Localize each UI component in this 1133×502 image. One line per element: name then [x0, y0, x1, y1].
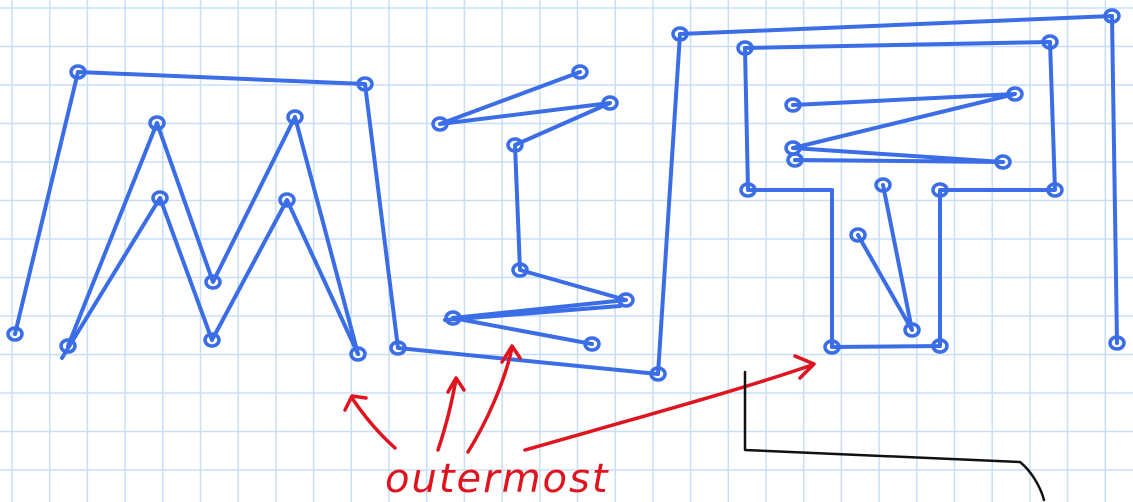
- vertex-dot: [203, 332, 221, 348]
- vertex-dot: [356, 76, 374, 92]
- vertex-dot: [671, 26, 689, 42]
- arrow-to-t-start: [523, 354, 816, 452]
- vertex-dot: [389, 340, 407, 356]
- vertex-dot: [786, 152, 804, 168]
- vertex-dot: [59, 338, 77, 354]
- vertex-dot: [511, 262, 529, 278]
- pen-stroke: [743, 370, 1046, 502]
- vertex-dot: [151, 190, 169, 206]
- vertex-dot: [784, 97, 802, 113]
- vertex-dot: [1046, 182, 1064, 198]
- vertex-dot: [1006, 86, 1024, 102]
- vertex-dot: [849, 227, 867, 243]
- vertex-dot: [69, 64, 87, 80]
- letter-t-stem-inner: [856, 183, 914, 332]
- vertex-dot: [903, 322, 921, 338]
- letter-m-outline: [13, 14, 1119, 376]
- vertex-dot: [204, 274, 222, 290]
- vertex-dot: [931, 338, 949, 354]
- annotation-arrows: [343, 344, 816, 454]
- arrow-to-i-end: [466, 344, 522, 454]
- vertex-dot: [931, 182, 949, 198]
- letter-m-outer-zigzag: [66, 115, 360, 356]
- letter-i-bottom-stroke: [443, 304, 622, 322]
- vertex-dot: [874, 177, 892, 193]
- vertex-dot: [994, 154, 1012, 170]
- letter-m-inner-zigzag: [60, 196, 360, 360]
- vertex-dot: [571, 64, 589, 80]
- vertex-dot: [349, 346, 367, 362]
- vertex-dot: [649, 366, 667, 382]
- vertex-dot: [823, 339, 841, 355]
- vertex-dot: [739, 182, 757, 198]
- vertex-dot: [1103, 8, 1121, 24]
- vertex-dot: [601, 95, 619, 111]
- vertex-dot: [736, 40, 754, 56]
- letters-drawing: [6, 8, 1126, 382]
- outermost-label: outermost: [385, 456, 610, 502]
- vertex-dot: [431, 116, 449, 132]
- vertex-dot: [286, 109, 304, 125]
- letter-t-outline: [743, 40, 1057, 349]
- vertex-dot: [1108, 335, 1126, 351]
- vertex-dot: [583, 336, 601, 352]
- vertex-dot: [278, 192, 296, 208]
- arrow-to-m-end: [343, 394, 397, 450]
- vertex-dot: [148, 115, 166, 131]
- vertex-markers: [6, 8, 1126, 382]
- letter-i-outline: [438, 70, 628, 346]
- arrow-to-i-start: [436, 376, 466, 452]
- vertex-dot: [506, 137, 524, 153]
- vertex-dot: [1041, 34, 1059, 50]
- vertex-dot: [617, 292, 635, 308]
- vertex-dot: [444, 310, 462, 326]
- letter-t-crossbar-spiral: [791, 92, 1017, 164]
- vertex-dot: [6, 326, 24, 342]
